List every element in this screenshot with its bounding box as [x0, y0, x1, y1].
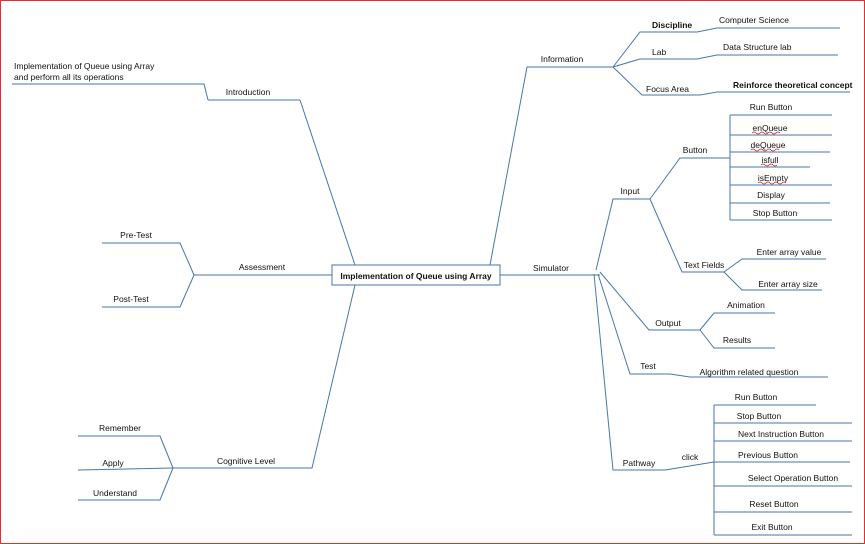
introduction-label: Introduction [226, 87, 271, 97]
link-pathway [593, 273, 665, 471]
link-cognitive-level [173, 284, 356, 469]
results-label: Results [723, 335, 751, 345]
introduction-text-line2: and perform all its operations [14, 72, 124, 82]
remember-label: Remember [99, 423, 141, 433]
information-label: Information [541, 54, 584, 64]
output-label: Output [655, 318, 681, 328]
link-lab [612, 54, 838, 68]
pathway-next-label: Next Instruction Button [738, 429, 824, 439]
button-label: Button [683, 145, 708, 155]
spellcheck-isfull [760, 163, 778, 167]
link-text-fields [649, 198, 724, 273]
pathway-run-label: Run Button [735, 392, 778, 402]
link-pre-test [102, 242, 195, 276]
focus-area-label: Focus Area [646, 84, 689, 94]
pre-test-label: Pre-Test [120, 230, 152, 240]
pathway-previous-label: Previous Button [738, 450, 798, 460]
link-input [595, 198, 650, 271]
button-display-label: Display [757, 190, 786, 200]
link-post-test [102, 274, 195, 308]
spellcheck-enqueue [751, 131, 781, 135]
understand-label: Understand [93, 488, 137, 498]
input-label: Input [621, 186, 641, 196]
introduction-text-line [12, 83, 209, 101]
enter-array-size-label: Enter array size [758, 279, 818, 289]
link-understand [78, 467, 174, 501]
link-enter-array-value [723, 258, 826, 273]
discipline-label: Discipline [652, 20, 692, 30]
focus-area-value: Reinforce theoretical concept [733, 80, 853, 90]
pathway-select-label: Select Operation Button [748, 473, 839, 483]
pathway-stop-label: Stop Button [737, 411, 782, 421]
pathway-reset-label: Reset Button [749, 499, 798, 509]
link-animation [699, 312, 775, 331]
link-test [597, 273, 828, 378]
link-information [489, 66, 613, 266]
apply-label: Apply [102, 458, 124, 468]
click-label: click [682, 452, 699, 462]
pathway-exit-label: Exit Button [751, 522, 792, 532]
link-results [699, 329, 775, 349]
button-isempty-label: isEmpty [758, 173, 789, 183]
link-output [599, 271, 700, 331]
test-item-label: Algorithm related question [700, 367, 799, 377]
link-apply [77, 467, 174, 471]
post-test-label: Post-Test [113, 294, 149, 304]
link-discipline [612, 27, 840, 68]
pathway-label: Pathway [623, 458, 656, 468]
introduction-text-line1: Implementation of Queue using Array [14, 61, 155, 71]
button-stop-label: Stop Button [753, 208, 798, 218]
button-enqueue-label: enQueue [753, 123, 788, 133]
central-topic: Implementation of Queue using Array [340, 271, 492, 281]
enter-array-value-label: Enter array value [757, 247, 822, 257]
cognitive-level-label: Cognitive Level [217, 456, 275, 466]
link-button [649, 157, 718, 200]
animation-label: Animation [727, 300, 765, 310]
button-run-label: Run Button [750, 102, 793, 112]
lab-label: Lab [652, 47, 666, 57]
simulator-label: Simulator [533, 263, 569, 273]
discipline-value: Computer Science [719, 15, 789, 25]
button-dequeue-label: deQueue [751, 140, 786, 150]
lab-value: Data Structure lab [723, 42, 792, 52]
link-remember [78, 435, 174, 469]
test-label: Test [640, 361, 656, 371]
button-isfull-label: isfull [761, 155, 778, 165]
spellcheck-isempty [757, 181, 787, 185]
link-introduction [299, 99, 356, 266]
assessment-label: Assessment [239, 262, 286, 272]
spellcheck-dequeue [750, 148, 780, 152]
link-click [664, 461, 715, 471]
text-fields-label: Text Fields [684, 260, 725, 270]
link-focus-area [612, 66, 850, 96]
link-enter-array-size [723, 271, 822, 291]
